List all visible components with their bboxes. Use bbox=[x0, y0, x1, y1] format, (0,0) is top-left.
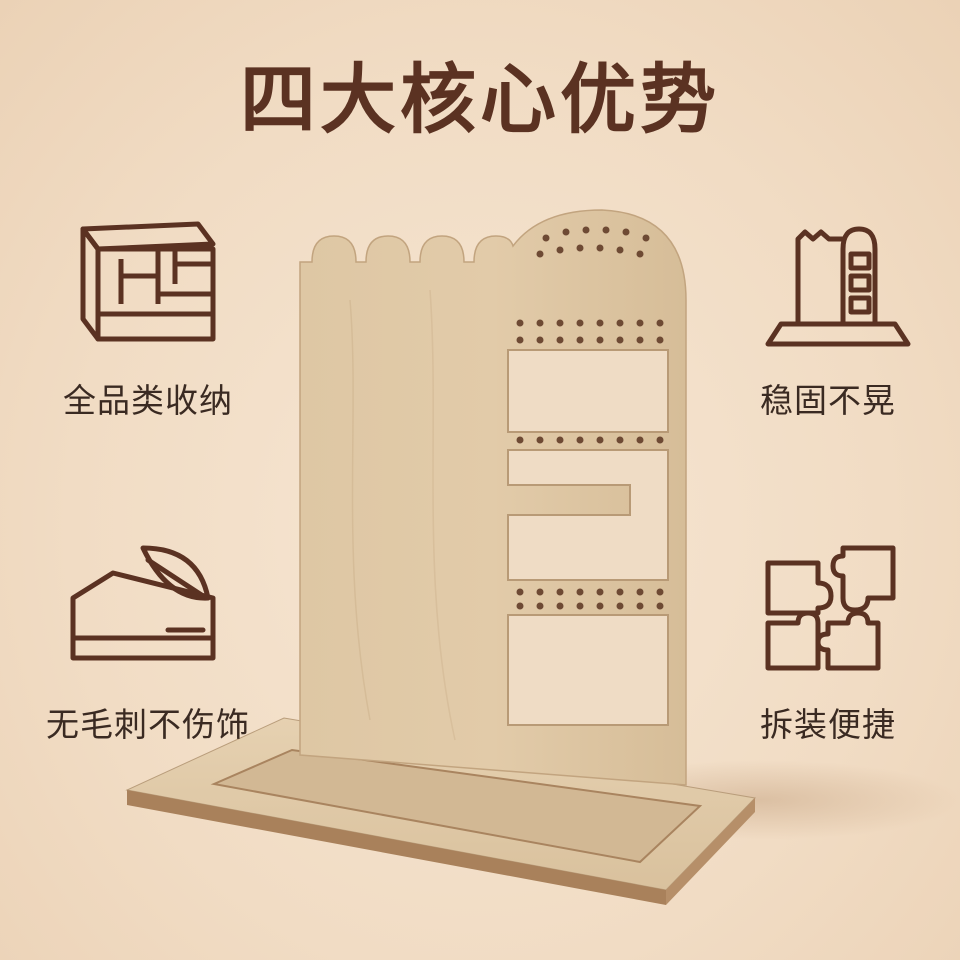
feature-smooth: 无毛刺不伤饰 bbox=[28, 538, 268, 746]
feature-label: 稳固不晃 bbox=[760, 381, 896, 420]
storage-tray-icon bbox=[80, 221, 216, 342]
feature-assembly: 拆装便捷 bbox=[708, 538, 948, 746]
feature-label: 拆装便捷 bbox=[760, 705, 896, 744]
feature-storage: 全品类收纳 bbox=[28, 214, 268, 422]
feature-label: 全品类收纳 bbox=[63, 381, 233, 420]
feature-label: 无毛刺不伤饰 bbox=[46, 705, 250, 744]
stable-stand-icon bbox=[765, 226, 911, 347]
page-title: 四大核心优势 bbox=[240, 55, 720, 144]
feature-stable: 稳固不晃 bbox=[708, 214, 948, 422]
puzzle-icon bbox=[765, 545, 896, 671]
feather-smooth-icon bbox=[70, 545, 216, 661]
